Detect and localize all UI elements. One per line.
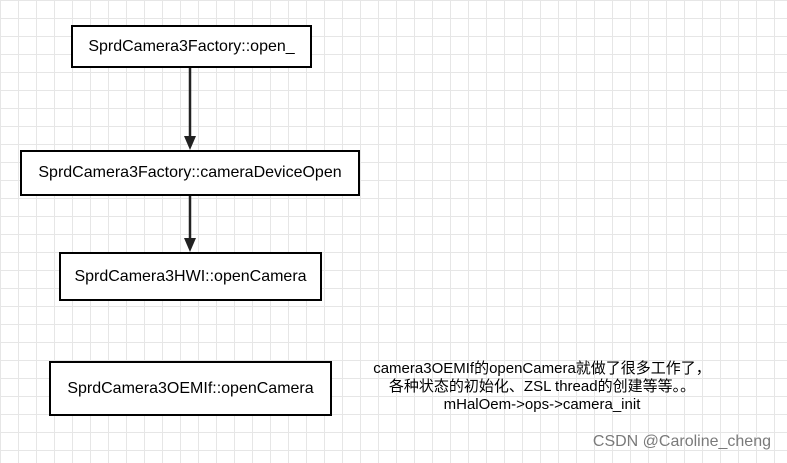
- note-line: mHalOem->ops->camera_init: [443, 396, 641, 413]
- arrow-device-open-to-hwi: [184, 196, 196, 252]
- note-line: 各种状态的初始化、ZSL thread的创建等等。。: [388, 378, 696, 395]
- watermark: CSDN @Caroline_cheng: [592, 433, 771, 450]
- node-label: SprdCamera3HWI::openCamera: [74, 267, 307, 285]
- node-label: SprdCamera3OEMIf::openCamera: [67, 379, 314, 397]
- node-factory-camera-device-open[interactable]: SprdCamera3Factory::cameraDeviceOpen: [20, 150, 360, 196]
- node-label: SprdCamera3Factory::cameraDeviceOpen: [38, 164, 342, 181]
- node-hwi-open-camera[interactable]: SprdCamera3HWI::openCamera: [59, 252, 322, 301]
- note-line: camera3OEMIf的openCamera就做了很多工作了，: [373, 360, 711, 377]
- annotation-note: camera3OEMIf的openCamera就做了很多工作了， 各种状态的初始…: [352, 360, 732, 414]
- node-factory-open[interactable]: SprdCamera3Factory::open_: [71, 25, 312, 68]
- node-label: SprdCamera3Factory::open_: [88, 37, 295, 55]
- node-oemif-open-camera[interactable]: SprdCamera3OEMIf::openCamera: [49, 361, 332, 416]
- arrow-open-to-device-open: [184, 68, 196, 150]
